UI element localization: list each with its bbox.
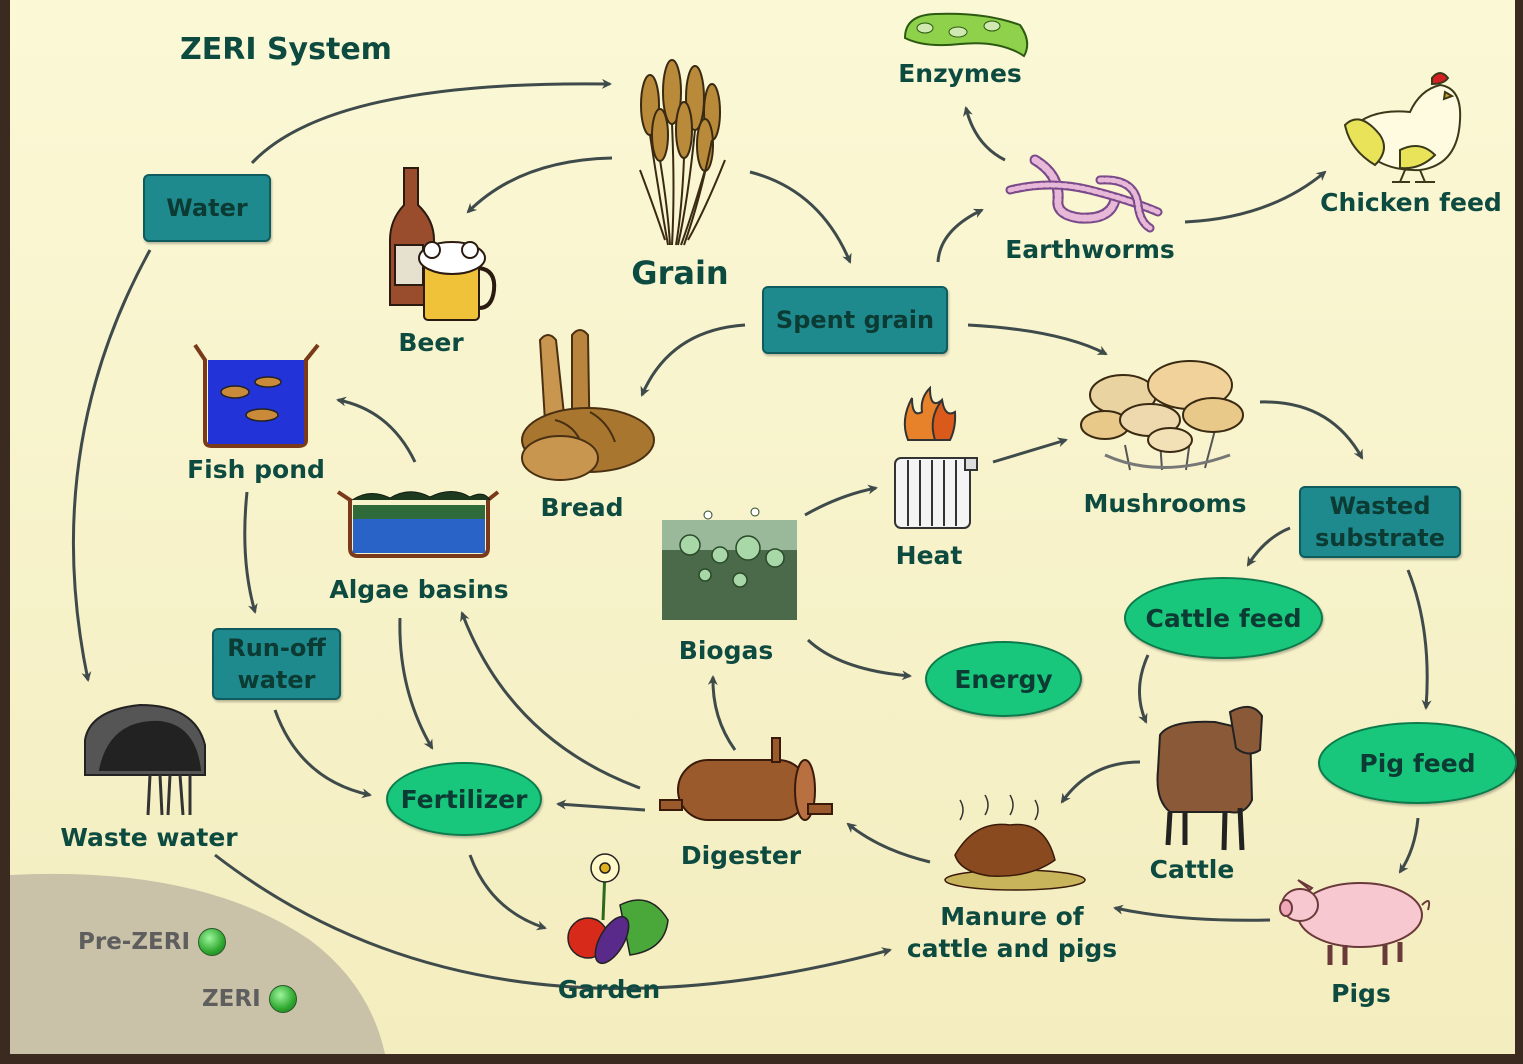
- garden-icon: [567, 853, 669, 965]
- fertilizer-oval: Fertilizer: [386, 762, 542, 836]
- bread-label: Bread: [540, 493, 624, 522]
- grain-icon: [639, 59, 726, 246]
- enzymes-icon: [903, 12, 1029, 58]
- digester-label: Digester: [680, 841, 802, 870]
- waste-water-label: Waste water: [60, 823, 238, 852]
- algae-basins-label: Algae basins: [329, 575, 509, 604]
- beer-label: Beer: [398, 328, 464, 357]
- cattle-label: Cattle: [1149, 855, 1235, 884]
- biogas-label: Biogas: [678, 636, 774, 665]
- heat-icon: [894, 385, 978, 529]
- energy-oval: Energy: [925, 641, 1082, 717]
- arrow-pigs-to-manure: [1113, 904, 1271, 922]
- wasted-line2: substrate: [1314, 524, 1446, 552]
- pig-icon: [1279, 879, 1431, 965]
- diagram-title: ZERI System: [180, 32, 392, 67]
- arrow-fishpond-to-runoff: [243, 491, 258, 614]
- flow-arrows: [71, 78, 1432, 990]
- arrow-cattlefeed-to-cattle: [1137, 654, 1150, 724]
- arrow-digester-to-biogas: [707, 675, 737, 751]
- pigs-label: Pigs: [1331, 979, 1391, 1008]
- zeri-toggle[interactable]: ZERI: [202, 985, 297, 1013]
- arrow-biogas-to-energy: [806, 638, 912, 681]
- arrow-cattle-to-manure: [1060, 760, 1141, 804]
- heat-label: Heat: [895, 541, 963, 570]
- earthworms-icon: [1005, 154, 1163, 233]
- arrow-spentgrain-to-mushrooms: [967, 323, 1108, 356]
- water-box: Water: [143, 174, 271, 242]
- runoff-water-box: Run-off water: [212, 628, 341, 700]
- manure-icon: [944, 794, 1086, 891]
- waste-water-icon: [84, 703, 206, 816]
- arrow-wasted-to-pigfeed: [1406, 569, 1432, 710]
- zeri-label: ZERI: [202, 986, 261, 1012]
- arrow-fertilizer-to-garden: [468, 854, 547, 931]
- arrow-earthworms-to-enzymes: [963, 106, 1006, 162]
- wasted-substrate-box: Wasted substrate: [1299, 486, 1461, 558]
- cattle-icon: [1156, 705, 1264, 851]
- spent-grain-box: Spent grain: [762, 286, 948, 354]
- arrow-water-to-grain: [250, 78, 612, 165]
- manure-label-line2: cattle and pigs: [906, 934, 1118, 963]
- mushrooms-label: Mushrooms: [1083, 489, 1247, 518]
- earthworms-label: Earthworms: [1005, 235, 1175, 264]
- bread-icon: [521, 329, 655, 481]
- arrow-heat-to-mushrooms: [992, 437, 1068, 464]
- enzymes-label: Enzymes: [898, 59, 1022, 88]
- manure-label-line1: Manure of: [940, 902, 1084, 931]
- algae-basins-icon: [336, 490, 500, 558]
- runoff-line1: Run-off: [227, 634, 326, 662]
- chicken-icon: [1343, 72, 1462, 183]
- arrow-digester-to-fertilizer: [556, 799, 646, 812]
- fish-pond-icon: [193, 343, 320, 448]
- wasted-line1: Wasted: [1329, 492, 1431, 520]
- arrow-spentgrain-to-bread: [640, 323, 746, 397]
- grain-label: Grain: [631, 254, 729, 292]
- digester-icon: [659, 737, 833, 821]
- arrow-wasted-to-cattlefeed: [1246, 526, 1291, 567]
- arrow-manure-to-digester: [846, 822, 931, 864]
- pre-zeri-indicator-icon[interactable]: [198, 928, 227, 956]
- garden-label: Garden: [557, 975, 661, 1004]
- biogas-icon: [662, 507, 797, 620]
- arrow-grain-to-beer: [466, 156, 613, 214]
- pig-feed-oval: Pig feed: [1318, 722, 1517, 804]
- pre-zeri-label: Pre-ZERI: [78, 929, 191, 955]
- fish-pond-label: Fish pond: [187, 455, 325, 484]
- mushrooms-icon: [1080, 360, 1244, 471]
- arrow-mushrooms-to-wasted: [1259, 400, 1364, 460]
- arrow-pigfeed-to-pigs: [1398, 817, 1420, 874]
- manure-label: Manure of cattle and pigs: [907, 901, 1117, 965]
- runoff-line2: water: [237, 666, 316, 694]
- arrow-water-to-wastewater: [71, 249, 152, 682]
- arrow-digester-to-algae: [460, 611, 641, 790]
- arrow-algae-to-fertilizer: [398, 617, 434, 750]
- cattle-feed-oval: Cattle feed: [1124, 577, 1323, 659]
- arrow-grain-to-spentgrain: [749, 170, 852, 264]
- arrow-wastewater-to-manure: [214, 853, 892, 990]
- zeri-indicator-icon[interactable]: [268, 985, 297, 1013]
- arrow-runoff-to-fertilizer: [273, 709, 372, 799]
- arrow-spentgrain-to-earthworms: [936, 208, 984, 263]
- chicken-feed-label: Chicken feed: [1320, 188, 1502, 217]
- pre-zeri-toggle[interactable]: Pre-ZERI: [78, 928, 227, 956]
- arrow-earthworms-to-chickenfeed: [1184, 170, 1327, 224]
- beer-icon: [389, 167, 497, 321]
- arrow-biogas-to-heat: [804, 484, 878, 517]
- arrow-algae-to-fishpond: [336, 396, 417, 463]
